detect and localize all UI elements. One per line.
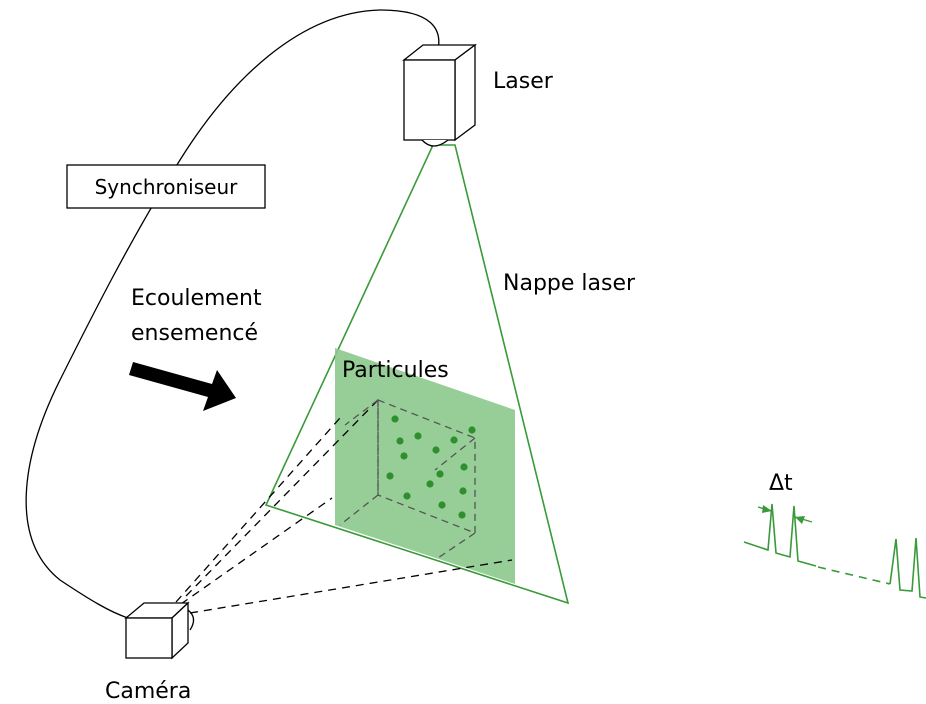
synchroniseur-box: Synchroniseur [66,164,266,209]
nappe-laser-label: Nappe laser [503,271,636,296]
illuminated-sheet-region [335,348,515,584]
laser-pulse-train-icon [743,503,926,599]
flow-arrow-icon [129,362,236,411]
laser-box-icon [402,43,477,147]
measurement-volume [339,399,476,561]
camera-label: Caméra [105,679,191,704]
sync-cable [25,9,440,619]
laser-label: Laser [493,69,554,94]
camera-field-of-view [175,399,513,614]
particules-label: Particules [342,358,449,383]
delta-t-marker [757,505,813,524]
camera-box-icon [124,601,195,660]
ecoulement-label-line2: ensemencé [131,321,258,346]
synchroniseur-label: Synchroniseur [95,175,239,199]
delta-t-label: Δt [769,471,793,496]
laser-sheet-outline [264,144,570,605]
ecoulement-label-line1: Ecoulement [131,286,262,311]
particles [386,415,476,519]
